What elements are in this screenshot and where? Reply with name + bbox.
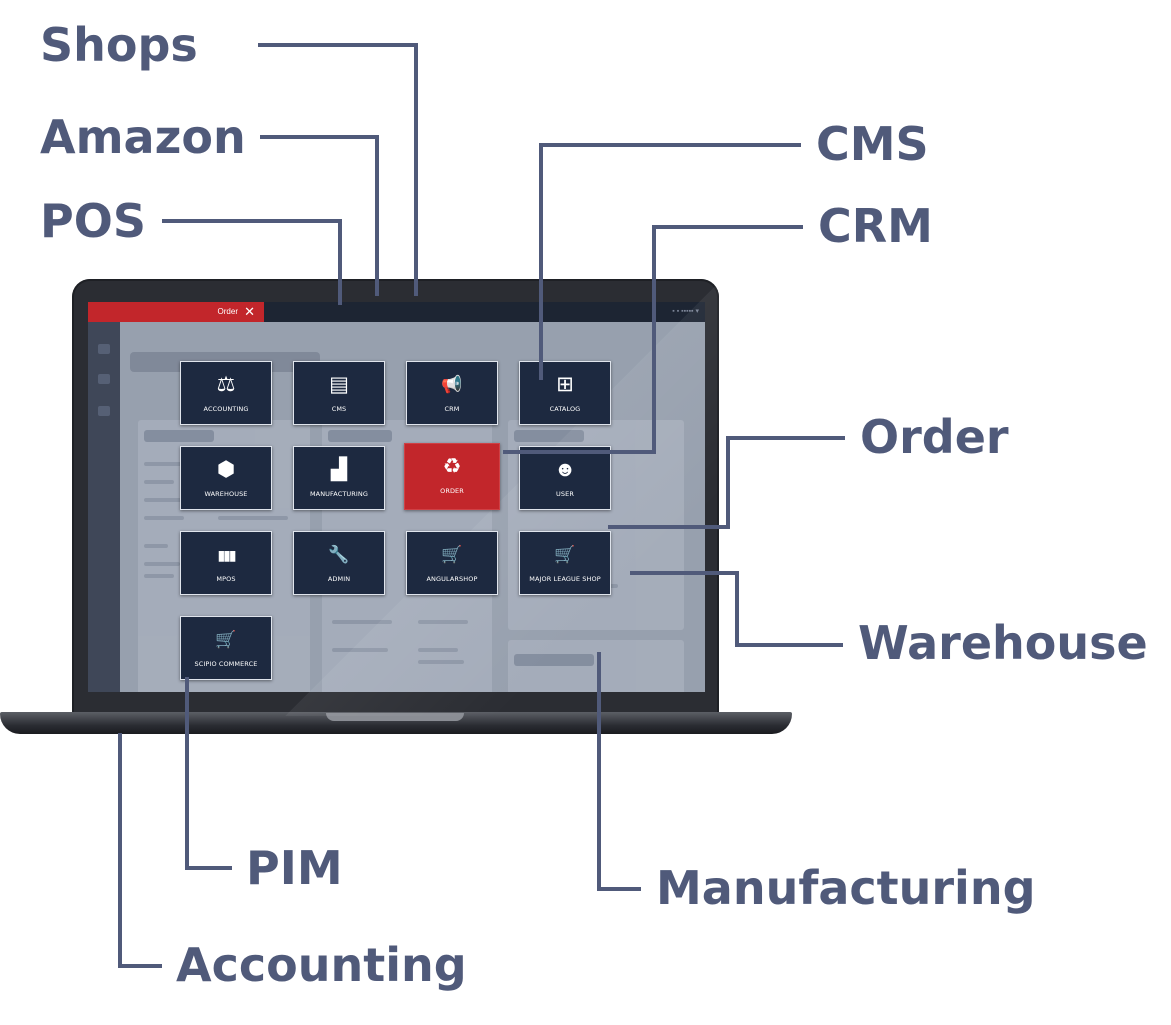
tile-label: MANUFACTURING [309, 490, 369, 498]
callout-accounting: Accounting [176, 938, 467, 992]
sitemap-icon[interactable] [98, 406, 110, 416]
laptop-notch [326, 713, 464, 721]
tile-label: CRM [444, 405, 460, 413]
sitemap-icon: ⊞ [556, 373, 574, 396]
user-menu[interactable]: ▪ ▪ ▪▪▪▪▪ ▾ [672, 308, 699, 315]
tile-catalog[interactable]: ⊞ CATALOG [519, 361, 611, 425]
users-icon: ☻ [553, 458, 577, 481]
cart-icon: 🛒 [441, 545, 463, 564]
document-icon: ▤ [329, 373, 349, 396]
tile-cms[interactable]: ▤ CMS [293, 361, 385, 425]
callout-pos: POS [40, 194, 146, 248]
tile-label: CATALOG [549, 405, 581, 413]
screen-topbar: Order ✕ ▪ ▪ ▪▪▪▪▪ ▾ [88, 302, 705, 322]
tile-mpos[interactable]: ▮▮▮ MPOS [180, 531, 272, 595]
scales-icon: ⚖ [216, 373, 236, 396]
tile-label: WAREHOUSE [204, 490, 248, 498]
megaphone-icon: 📢 [441, 375, 463, 394]
pin-icon[interactable] [98, 374, 110, 384]
tile-accounting[interactable]: ⚖ ACCOUNTING [180, 361, 272, 425]
tile-scipio-commerce[interactable]: 🛒 SCIPIO COMMERCE [180, 616, 272, 680]
tile-label: MAJOR LEAGUE SHOP [529, 575, 601, 583]
leader-line-shops [258, 43, 418, 296]
leader-line-accounting [118, 733, 162, 968]
tile-admin[interactable]: 🔧 ADMIN [293, 531, 385, 595]
tile-label: ACCOUNTING [203, 405, 249, 413]
callout-warehouse: Warehouse [858, 616, 1148, 670]
tile-user[interactable]: ☻ USER [519, 446, 611, 510]
tile-label: SCIPIO COMMERCE [194, 660, 258, 668]
callout-pim: PIM [246, 841, 343, 895]
tile-order[interactable]: ♻ ORDER [404, 443, 500, 510]
tile-angularshop[interactable]: 🛒 ANGULARSHOP [406, 531, 498, 595]
close-icon[interactable]: ✕ [244, 304, 255, 319]
tile-label: ADMIN [327, 575, 351, 583]
cube-icon: ⬢ [216, 458, 236, 481]
tile-label: CMS [331, 405, 347, 413]
callout-crm: CRM [818, 199, 933, 253]
wrench-icon: 🔧 [328, 545, 350, 564]
tile-warehouse[interactable]: ⬢ WAREHOUSE [180, 446, 272, 510]
screen-sidebar [88, 322, 120, 692]
tile-label: ANGULARSHOP [426, 575, 478, 583]
tab-order[interactable]: Order ✕ [88, 302, 264, 322]
tile-label: MPOS [216, 575, 236, 583]
cart-icon: 🛒 [215, 630, 237, 649]
tile-manufacturing[interactable]: ▟ MANUFACTURING [293, 446, 385, 510]
tab-order-label: Order [217, 307, 238, 316]
barcode-icon: ▮▮▮ [217, 547, 236, 563]
tile-major-league-shop[interactable]: 🛒 MAJOR LEAGUE SHOP [519, 531, 611, 595]
callout-amazon: Amazon [40, 110, 246, 164]
home-icon[interactable] [98, 344, 110, 354]
tile-label: USER [556, 490, 574, 498]
recycle-icon: ♻ [442, 455, 462, 478]
callout-order: Order [860, 410, 1009, 464]
factory-icon: ▟ [330, 458, 348, 481]
callout-cms: CMS [816, 117, 929, 171]
cart-icon: 🛒 [554, 545, 576, 564]
callout-manufacturing: Manufacturing [656, 861, 1036, 915]
tile-label: ORDER [440, 487, 464, 495]
leader-line-amazon [260, 135, 379, 296]
background-card-customer [508, 640, 684, 692]
tile-crm[interactable]: 📢 CRM [406, 361, 498, 425]
callout-shops: Shops [40, 18, 198, 72]
